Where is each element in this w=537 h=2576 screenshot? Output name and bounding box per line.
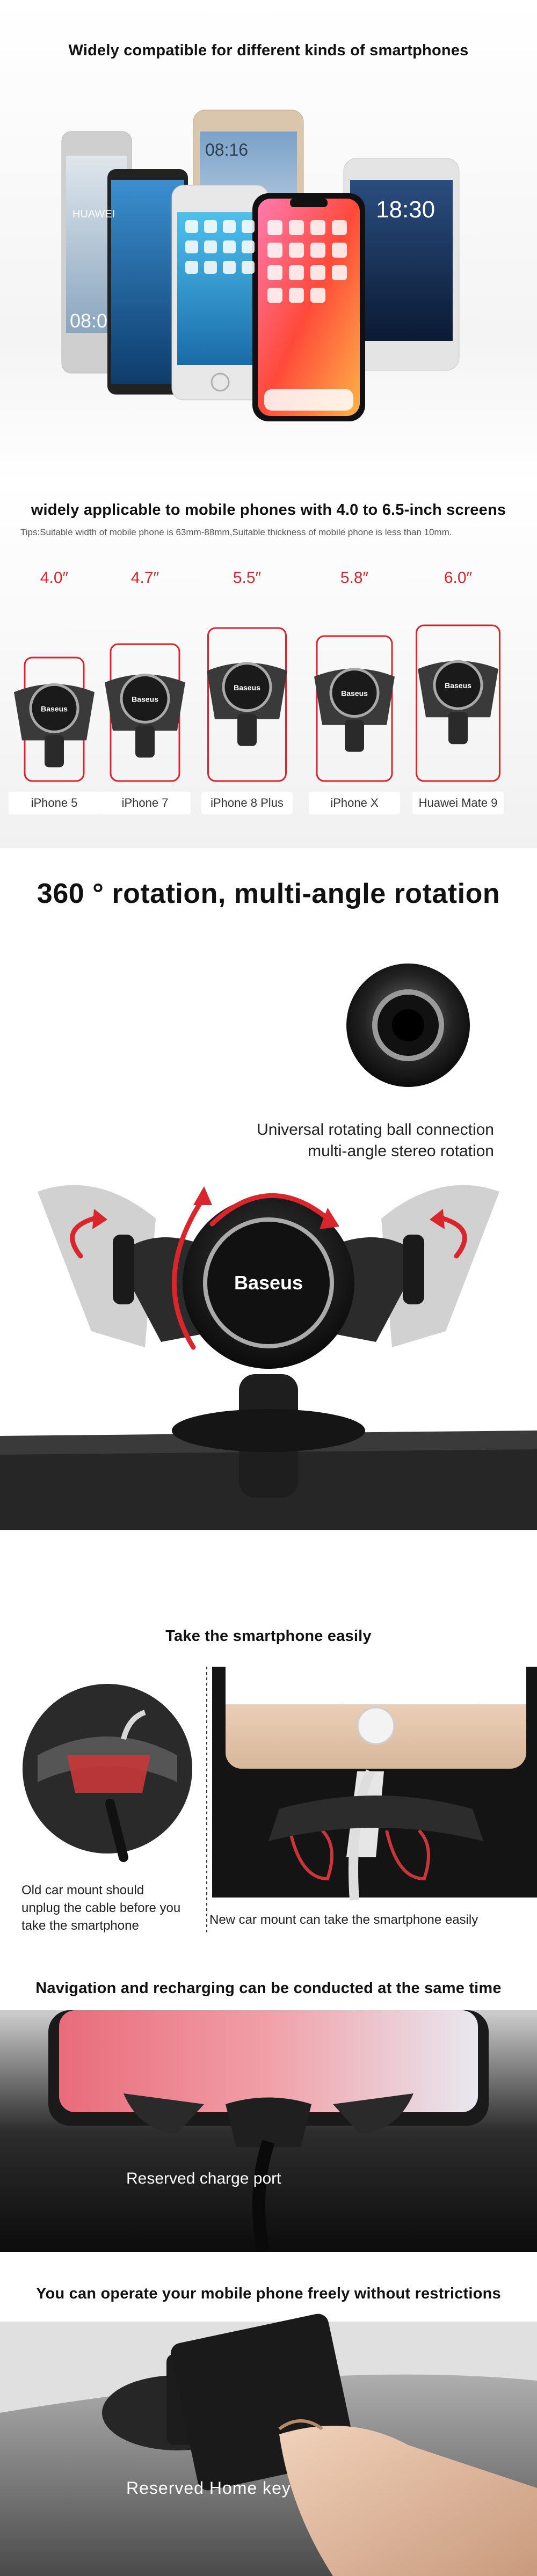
charging-title: Navigation and recharging can be conduct… (35, 1980, 502, 1997)
screen-size-title: widely applicable to mobile phones with … (31, 501, 506, 519)
phone-name: iPhone 8 Plus (201, 792, 293, 814)
operate-illustration (0, 2314, 537, 2576)
mount-hub (433, 660, 483, 710)
mount-hub (222, 662, 272, 712)
charging-section: Navigation and recharging can be conduct… (0, 1959, 537, 2252)
mount-brand-text: Baseus (234, 683, 260, 692)
phone-name: Huawei Mate 9 (412, 792, 504, 814)
phone-outline (316, 635, 393, 782)
size-label: 6.0 (444, 569, 467, 587)
rotation-title: 360 ° rotation, multi-angle rotation (37, 878, 500, 909)
rotation-caption-line1: Universal rotating ball connection (257, 1121, 494, 1139)
brand-logo-text: Baseus (234, 1272, 303, 1294)
rotation-caption: Universal rotating ball connection multi… (257, 1119, 494, 1162)
take-phone-title: Take the smartphone easily (165, 1628, 372, 1645)
compatibility-section: Widely compatible for different kinds of… (0, 0, 537, 483)
phones-illustration: HUAWEI 08:0 08:16 18:30 (61, 110, 460, 421)
phone-outline (207, 627, 287, 782)
size-label: 4.7 (130, 569, 154, 587)
new-mount-caption: New car mount can take the smartphone ea… (209, 1913, 478, 1927)
mount-stem (237, 713, 257, 746)
rotation-section: 360 ° rotation, multi-angle rotation Bas… (0, 848, 537, 1578)
rotation-caption-line2: multi-angle stereo rotation (308, 1142, 494, 1160)
huawei-time-text: 08:0 (70, 310, 107, 332)
rotation-illustration: Baseus (0, 964, 537, 1530)
mount-brand-text: Baseus (41, 704, 68, 713)
screen-size-section: widely applicable to mobile phones with … (0, 483, 537, 848)
size-col-iphone8plus: 5.5″ (233, 569, 262, 587)
size-label: 5.5 (233, 569, 256, 587)
mount-stem (135, 725, 155, 758)
charge-port-label: Reserved charge port (126, 2170, 281, 2187)
mi-time-text: 08:16 (205, 140, 248, 159)
take-phone-illustration (23, 1667, 537, 1932)
mount-hub (120, 673, 170, 724)
size-col-iphonex: 5.8″ (340, 569, 369, 587)
home-key-label: Reserved Home key (126, 2478, 291, 2498)
phone-name: iPhone 5 (9, 792, 100, 814)
mount-brand-text: Baseus (341, 689, 368, 698)
phone-name: iPhone 7 (99, 792, 191, 814)
old-mount-caption: Old car mount should unplug the cable be… (21, 1883, 181, 1933)
phone-name: iPhone X (309, 792, 400, 814)
take-phone-section: Take the smartphone easily Old car mount… (0, 1578, 537, 1959)
mount-stem (345, 719, 364, 752)
mount-stem (448, 712, 468, 745)
charging-illustration (0, 2010, 537, 2252)
huawei-brand-text: HUAWEI (72, 208, 115, 220)
size-label: 4.0 (40, 569, 63, 587)
size-col-mate9: 6.0″ (444, 569, 473, 587)
operate-section: You can operate your mobile phone freely… (0, 2252, 537, 2576)
size-col-iphone7: 4.7″ (130, 569, 159, 587)
mount-stem (45, 735, 64, 768)
size-col-iphone5: 4.0″ (40, 569, 69, 587)
silver-time-text: 18:30 (376, 196, 435, 223)
size-label: 5.8 (340, 569, 363, 587)
mount-hub (29, 683, 79, 733)
phone-outline (416, 624, 500, 782)
mount-hub (329, 668, 380, 718)
mount-brand-text: Baseus (445, 681, 471, 690)
tips-text: Tips:Suitable width of mobile phone is 6… (20, 527, 452, 537)
compatibility-title: Widely compatible for different kinds of… (68, 42, 469, 59)
mount-brand-text: Baseus (132, 695, 158, 703)
operate-title: You can operate your mobile phone freely… (36, 2285, 501, 2302)
